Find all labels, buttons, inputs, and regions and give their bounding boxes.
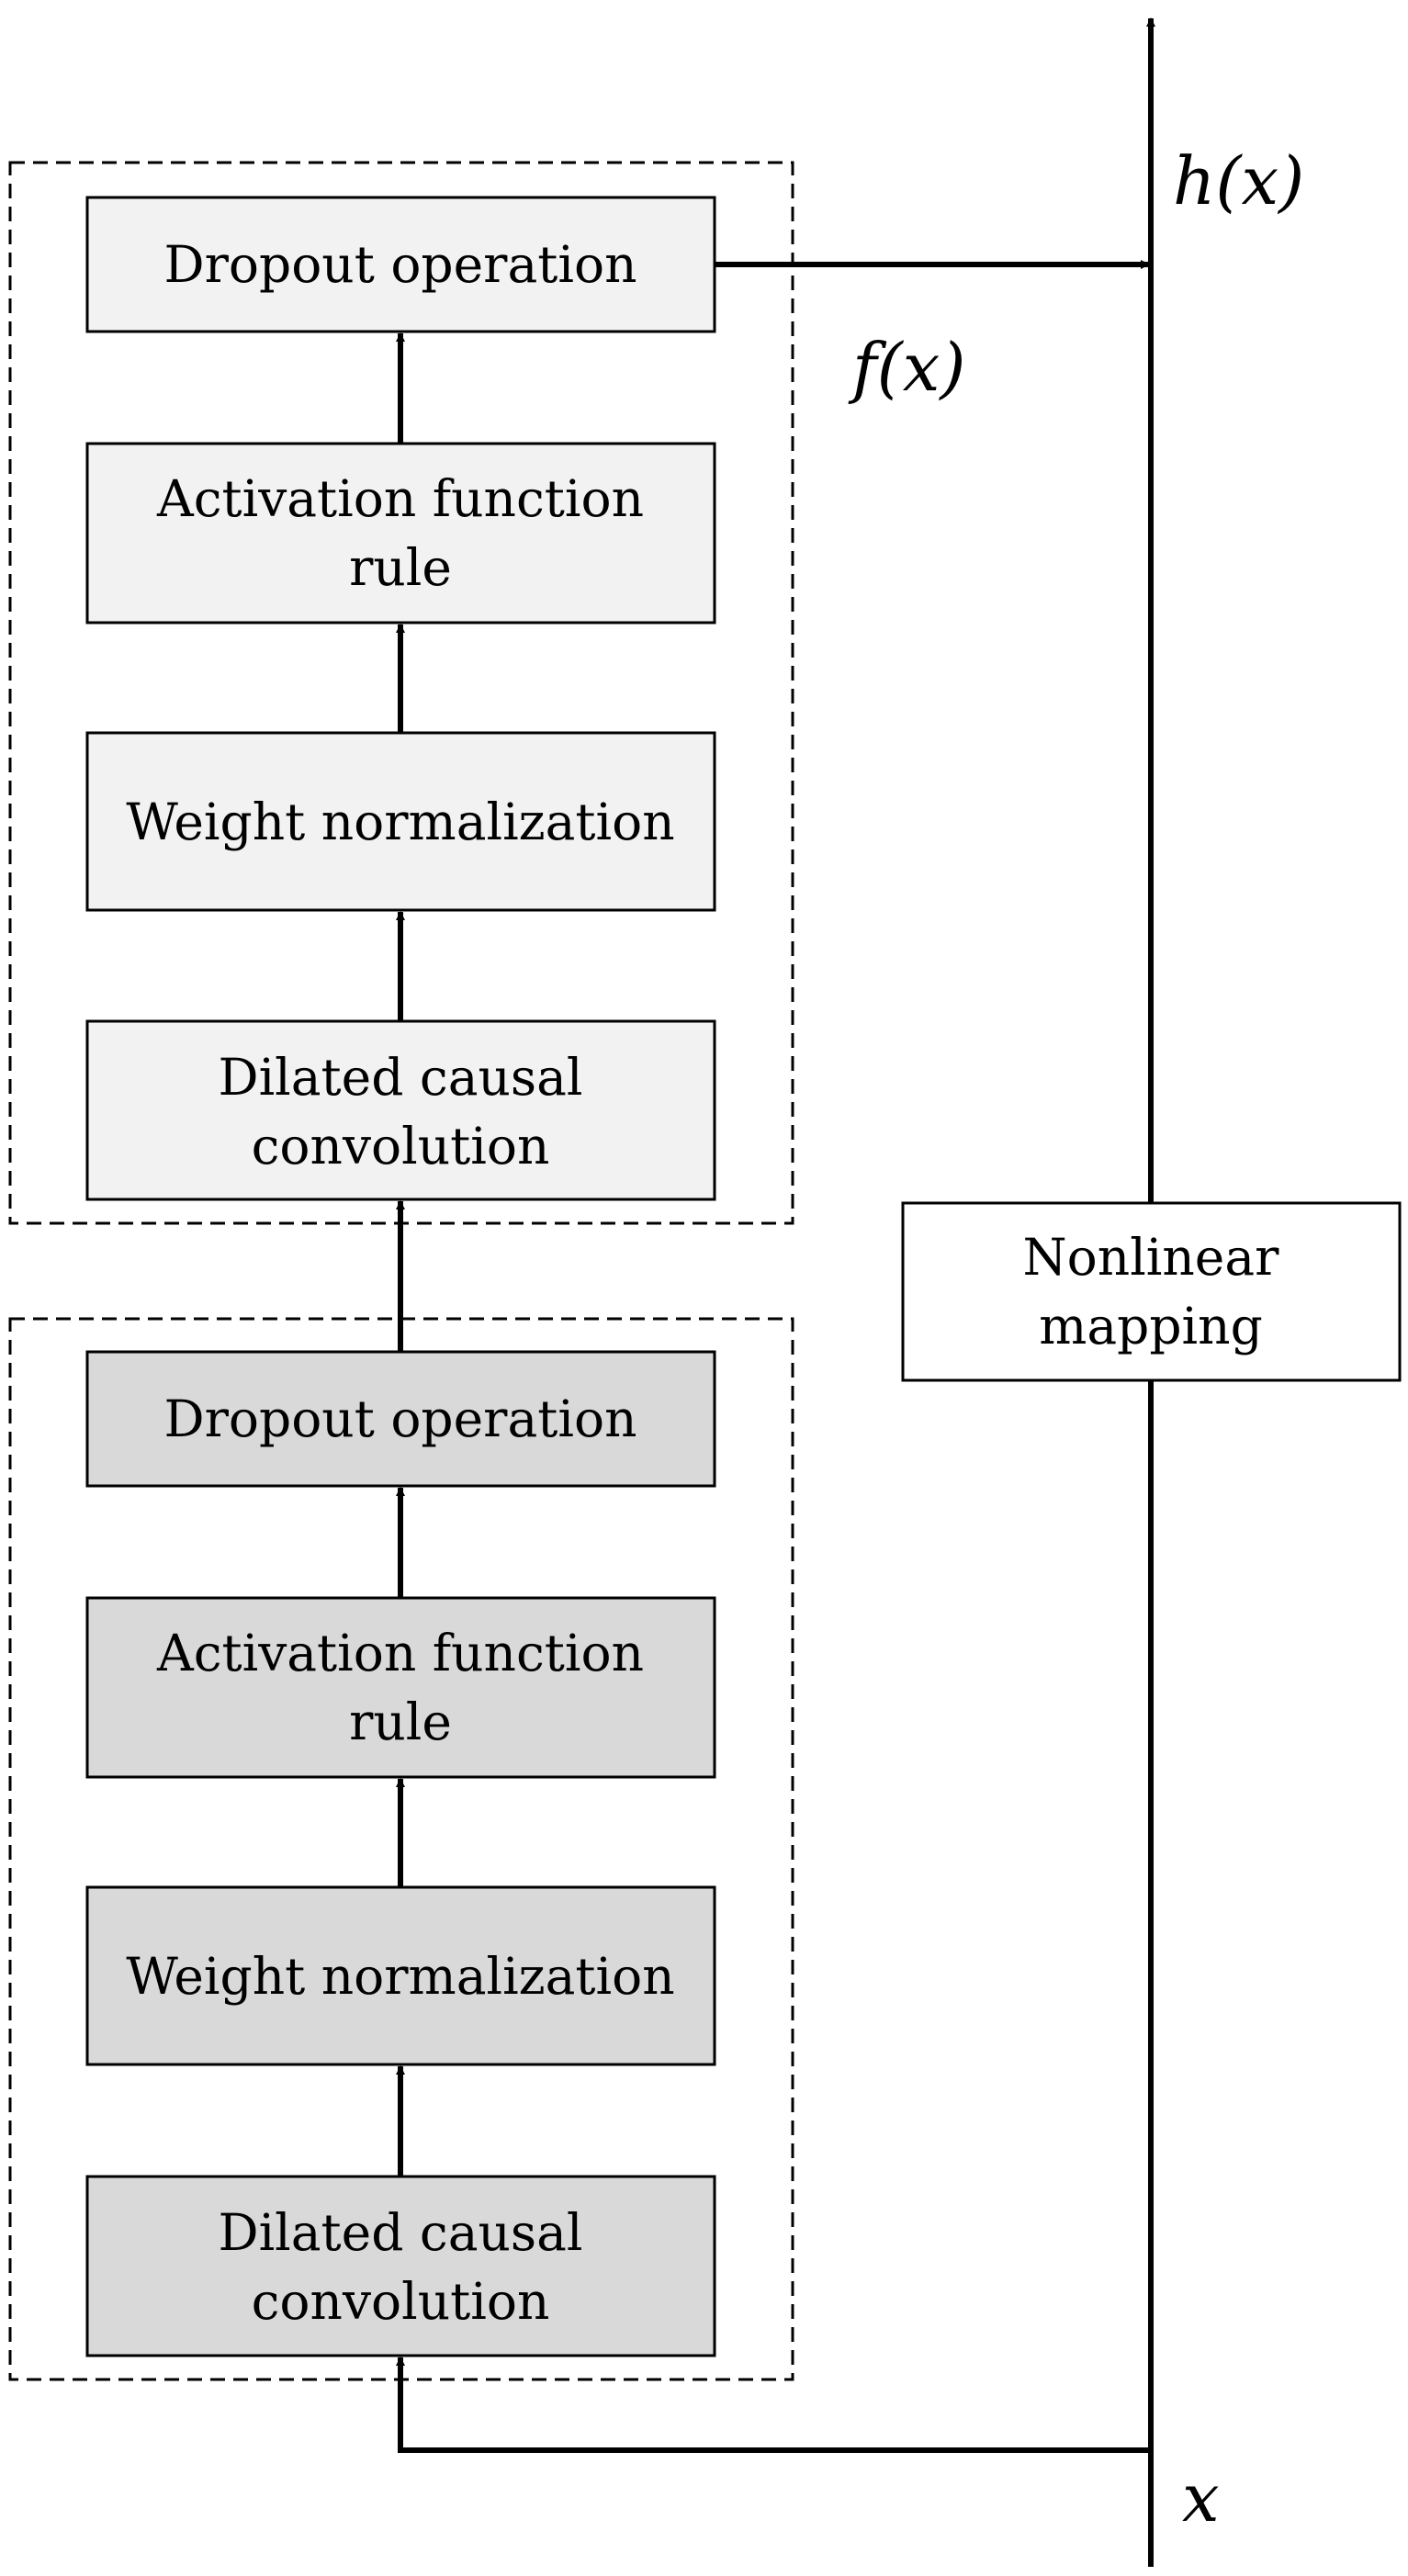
upper-weight-norm-box: Weight normalization [85,731,716,912]
lower-dropout-label: Dropout operation [163,1389,636,1448]
upper-activation-label-line1: Activation function [156,469,644,528]
upper-weight-norm-label: Weight normalization [126,793,674,851]
upper-activation-box: Activation function rule [85,442,716,624]
nonlinear-mapping-box: Nonlinear mapping [901,1201,1402,1382]
lower-weight-norm-box: Weight normalization [85,1885,716,2066]
output-label-hx: h(x) [1173,142,1304,219]
input-label-x: x [1182,2459,1220,2537]
lower-dilated-box: Dilated causal convolution [85,2175,716,2357]
upper-dilated-label-line1: Dilated causal [218,1048,582,1107]
arrow-input-to-lower-dilated [396,2357,1151,2453]
nonlinear-mapping-label-line2: mapping [1039,1297,1263,1355]
nonlinear-mapping-label-line1: Nonlinear [1023,1228,1280,1287]
upper-dropout-label: Dropout operation [163,235,636,294]
lower-activation-box: Activation function rule [85,1596,716,1779]
upper-dilated-label-line2: convolution [252,1117,550,1176]
upper-dropout-box: Dropout operation [85,196,716,333]
lower-dilated-label-line1: Dilated causal [218,2203,582,2262]
lower-dilated-label-line2: convolution [252,2272,550,2331]
lower-activation-label-line2: rule [349,1693,452,1751]
lower-activation-label-line1: Activation function [156,1624,644,1682]
lower-dropout-box: Dropout operation [85,1350,716,1488]
upper-dilated-box: Dilated causal convolution [85,1019,716,1201]
residual-label-fx: f(x) [848,329,965,406]
lower-weight-norm-label: Weight normalization [126,1947,674,2006]
upper-activation-label-line2: rule [349,538,452,597]
